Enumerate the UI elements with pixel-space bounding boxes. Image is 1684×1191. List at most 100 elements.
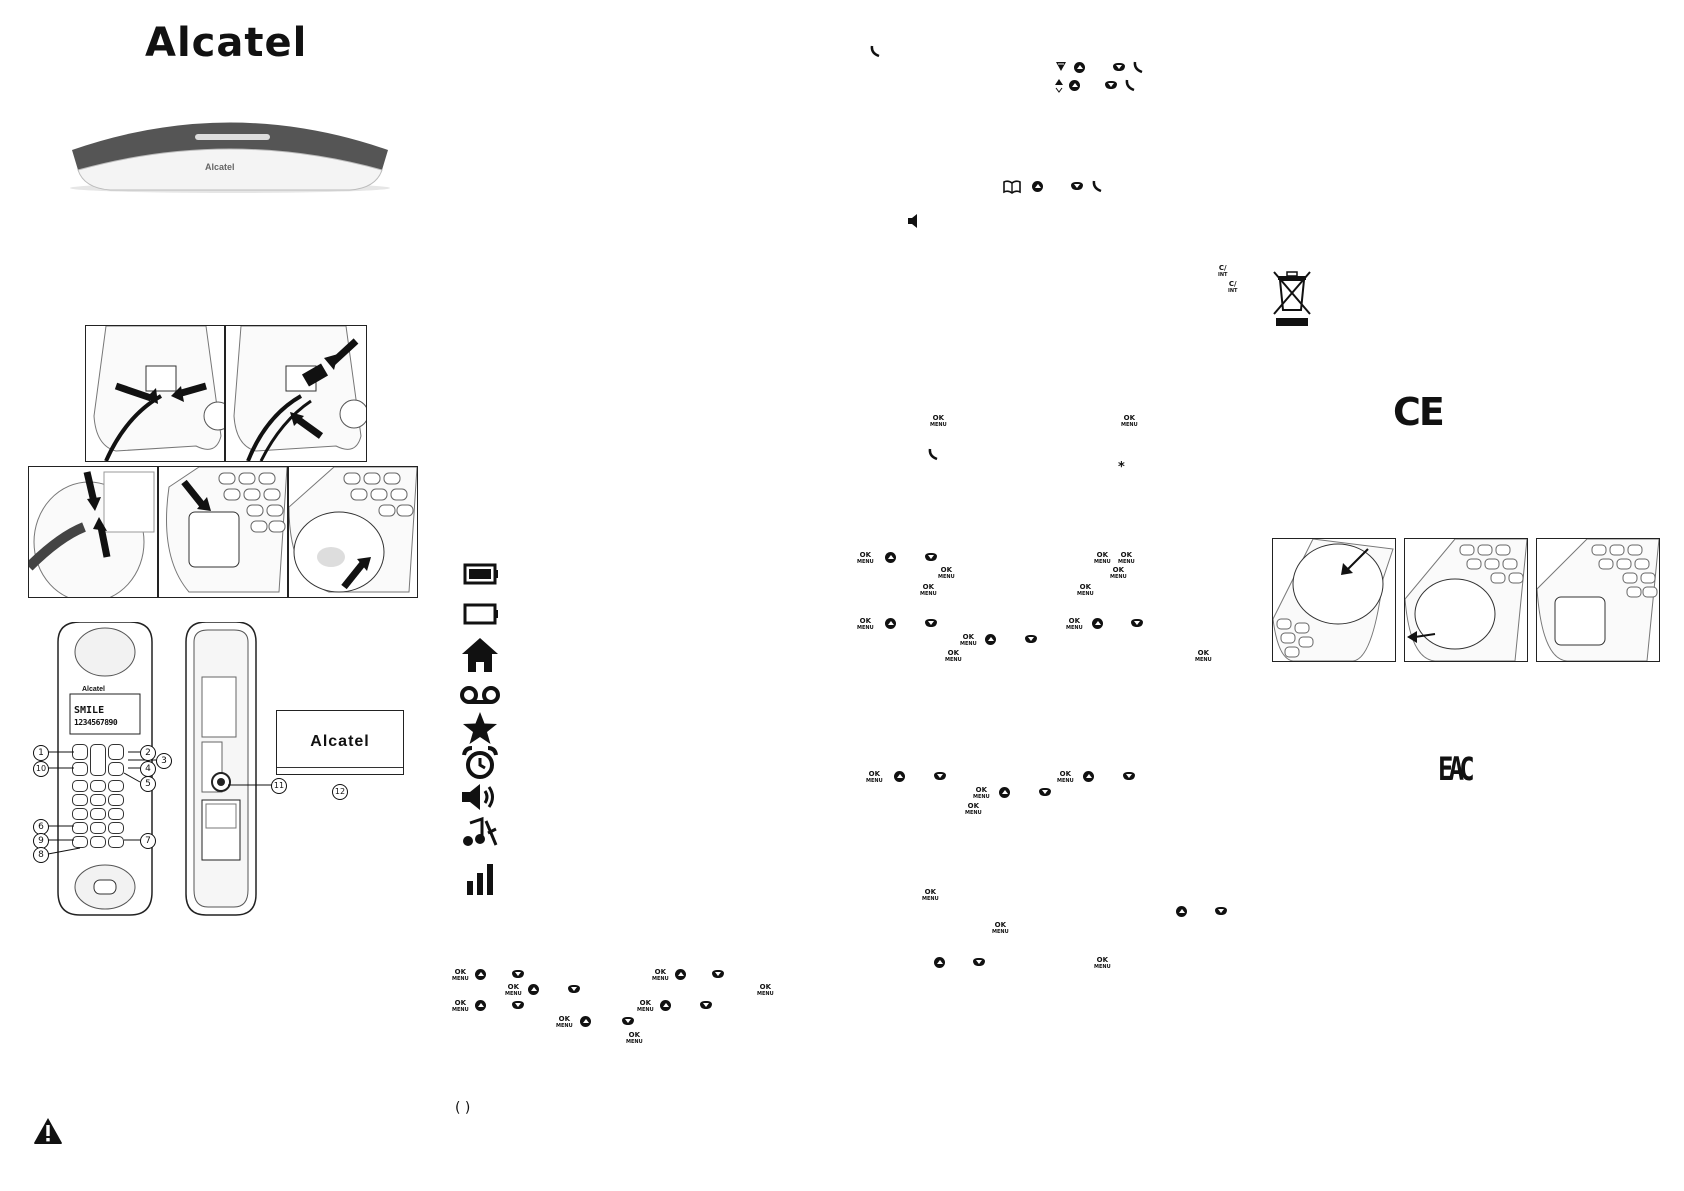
down-key-icon (1113, 63, 1125, 71)
keypad-key (108, 808, 124, 820)
base-brand-label: Alcatel (205, 162, 235, 172)
handset-back-diagram (185, 622, 257, 916)
callout-7: 7 (140, 833, 156, 849)
callout-8: 8 (33, 847, 49, 863)
keypad-key (72, 762, 88, 776)
handset-brand-label: Alcatel (82, 686, 105, 693)
call-key-icon (1092, 180, 1102, 193)
install-step-2-panel (225, 325, 367, 462)
down-key-icon (1105, 81, 1117, 89)
up-key-icon (528, 984, 539, 995)
alarm-clock-icon (462, 746, 498, 785)
keypad-key (108, 794, 124, 806)
callout-12: 12 (332, 784, 348, 800)
down-key-icon (1131, 619, 1143, 627)
keypad-key (72, 822, 88, 834)
down-key-icon (1039, 788, 1051, 796)
up-key-icon (894, 771, 905, 782)
down-key-icon (1123, 772, 1135, 780)
up-key-icon (475, 969, 486, 980)
up-key-icon (1092, 618, 1103, 629)
signal-bars-icon (466, 863, 494, 900)
up-key-icon (675, 969, 686, 980)
up-key-icon (985, 634, 996, 645)
down-key-icon (512, 1001, 524, 1009)
speaker-icon (460, 782, 500, 817)
keypad-key (72, 808, 88, 820)
down-key-icon (1071, 182, 1083, 190)
up-key-icon (1032, 181, 1043, 192)
handset-display-line2: 1234567890 (74, 718, 118, 727)
down-key-icon (568, 985, 580, 993)
up-key-icon (885, 552, 896, 563)
keypad-key (90, 794, 106, 806)
up-key-icon (1074, 62, 1085, 73)
keypad-key (108, 762, 124, 776)
call-key-icon (1125, 79, 1135, 92)
up-key-icon (1083, 771, 1094, 782)
base-station-illustration (70, 122, 390, 193)
down-key-icon (622, 1017, 634, 1025)
callout-11-leader (228, 784, 272, 786)
down-key-icon (700, 1001, 712, 1009)
keypad-key (72, 836, 88, 848)
down-key-icon (1215, 907, 1227, 915)
callout-2: 2 (140, 745, 156, 761)
home-icon (460, 636, 500, 679)
battery-step-2-panel (1404, 538, 1528, 662)
keypad-key (90, 836, 106, 848)
up-key-icon (1176, 906, 1187, 917)
down-key-icon (973, 958, 985, 966)
down-key-icon (925, 619, 937, 627)
down-key-icon (712, 970, 724, 978)
brand-logo: Alcatel (145, 20, 308, 66)
star-icon (462, 711, 498, 750)
keypad-key (90, 744, 106, 776)
callout-10: 10 (33, 761, 49, 777)
call-key-icon (870, 45, 880, 58)
handset-left-right-icon: ( ) (455, 1100, 471, 1116)
warning-icon (33, 1117, 63, 1150)
callout-11: 11 (271, 778, 287, 794)
redial-key-icon (1056, 62, 1066, 71)
call-key-icon (928, 448, 938, 461)
ce-mark: CE (1393, 390, 1445, 434)
down-key-icon (1025, 635, 1037, 643)
voicemail-icon (460, 683, 500, 712)
up-key-icon (580, 1016, 591, 1027)
base-front-detail: Alcatel (276, 710, 404, 775)
callout-6: 6 (33, 819, 49, 835)
clear-intercom-key-icon: C/INT (1228, 280, 1238, 295)
battery-full-icon (463, 563, 499, 590)
clear-intercom-key-icon: C/INT (1218, 264, 1228, 279)
up-key-icon (475, 1000, 486, 1011)
callout-5: 5 (140, 776, 156, 792)
eac-mark: EAC (1438, 750, 1475, 788)
keypad-key (108, 780, 124, 792)
keypad-key (72, 780, 88, 792)
